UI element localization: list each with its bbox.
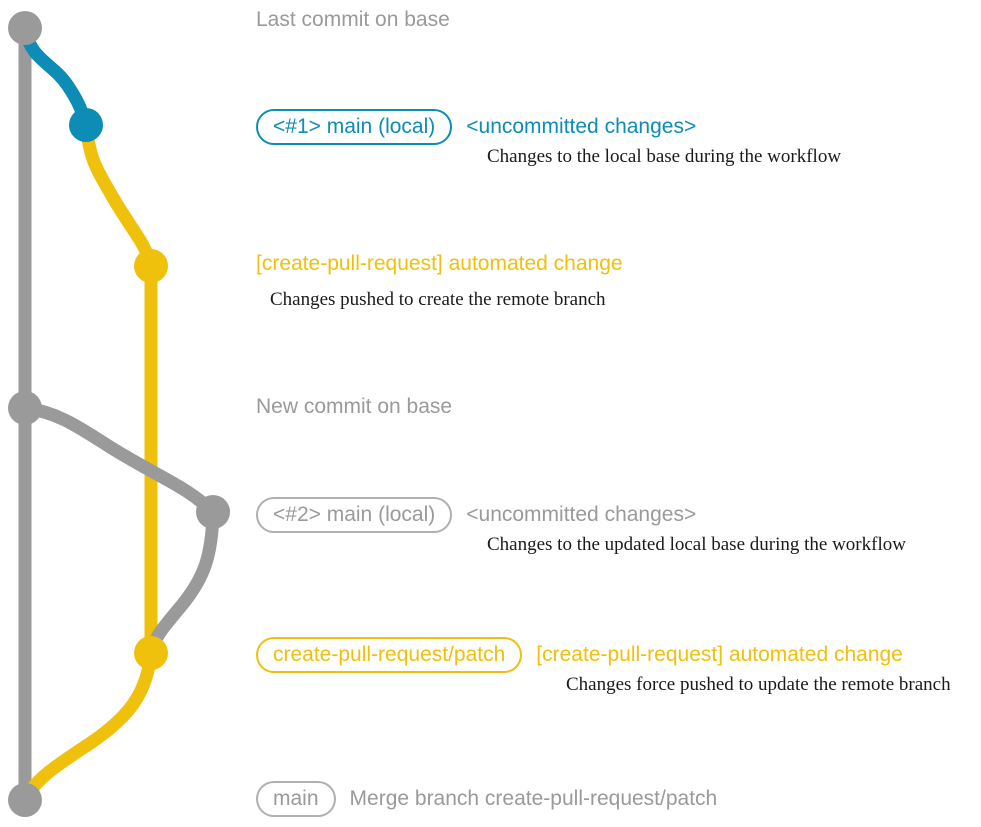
commit-description-local-main-2: Changes to the updated local base during… — [487, 534, 906, 555]
commit-node-merge-head[interactable] — [8, 783, 42, 817]
row-merge-commit: main Merge branch create-pull-request/pa… — [256, 781, 717, 817]
commit-node-remote-2[interactable] — [134, 636, 168, 670]
commit-subject-local-main-2: <uncommitted changes> — [466, 503, 697, 526]
edge-local2-to-remote2 — [144, 505, 220, 660]
branch-pill-local-main-2[interactable]: <#2> main (local) — [256, 497, 453, 533]
row-new-commit-on-base: New commit on base — [256, 396, 452, 417]
branch-pill-local-main-1[interactable]: <#1> main (local) — [256, 109, 453, 145]
commit-subject-last-commit-on-base: Last commit on base — [256, 8, 450, 31]
row-automated-change-2: create-pull-request/patch [create-pull-r… — [256, 637, 903, 673]
edge-basenew-to-local2 — [18, 401, 220, 519]
row-local-main-2: <#2> main (local) <uncommitted changes> — [256, 497, 696, 533]
commit-description-local-main-1: Changes to the local base during the wor… — [487, 146, 842, 167]
row-last-commit-on-base: Last commit on base — [256, 9, 450, 30]
commit-node-base-new[interactable] — [8, 391, 42, 425]
branch-pill-create-pull-request-patch[interactable]: create-pull-request/patch — [256, 637, 523, 673]
commit-node-local-2[interactable] — [196, 495, 230, 529]
row-local-main-1: <#1> main (local) <uncommitted changes> — [256, 109, 696, 145]
edge-base-to-local1 — [18, 21, 93, 132]
branch-pill-main[interactable]: main — [256, 781, 336, 817]
commit-node-local-1[interactable] — [69, 108, 103, 142]
commit-subject-merge-commit: Merge branch create-pull-request/patch — [349, 787, 718, 810]
commit-node-base-head[interactable] — [8, 11, 42, 45]
commit-subject-local-main-1: <uncommitted changes> — [466, 115, 697, 138]
commit-description-automated-change-1: Changes pushed to create the remote bran… — [270, 289, 606, 310]
row-automated-change-1: [create-pull-request] automated change — [256, 253, 623, 274]
commit-description-automated-change-2: Changes force pushed to update the remot… — [566, 674, 951, 695]
commit-subject-automated-change-2: [create-pull-request] automated change — [536, 643, 903, 666]
edge-remote2-to-merge — [18, 646, 158, 807]
commit-node-remote-1[interactable] — [134, 249, 168, 283]
commit-subject-new-commit-on-base: New commit on base — [256, 395, 453, 418]
edge-local1-to-remote1 — [79, 118, 158, 273]
commit-subject-automated-change-1: [create-pull-request] automated change — [256, 252, 623, 275]
